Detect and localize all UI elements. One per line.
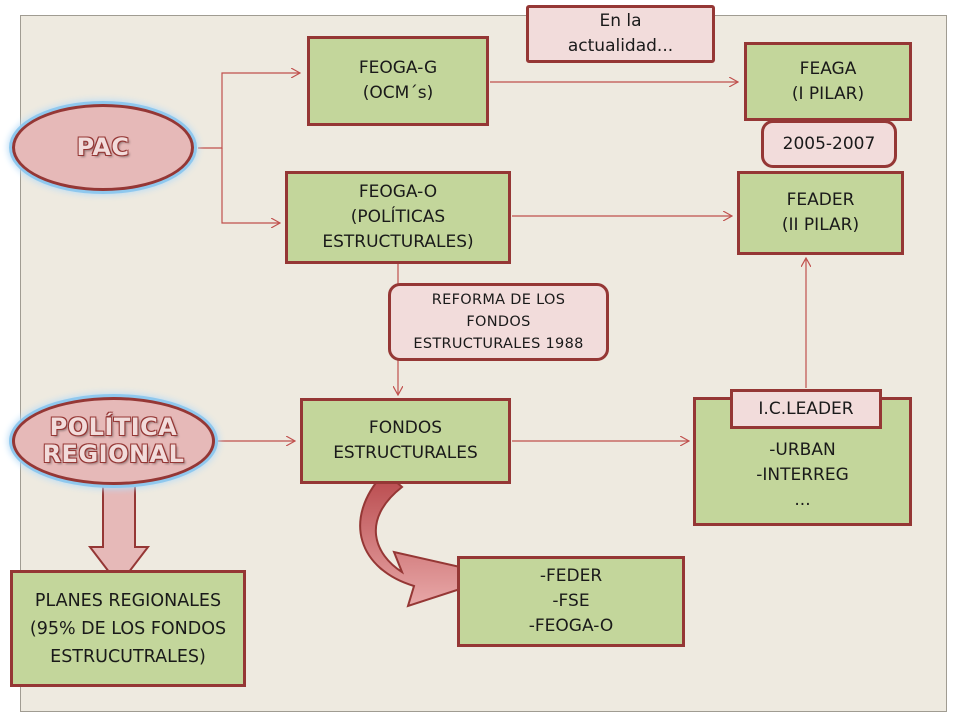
feoga-g-box: FEOGA-G (OCM´s) (307, 36, 489, 126)
block-down-arrow (87, 472, 151, 587)
planes-line2: (95% DE LOS FONDOS (29, 618, 227, 639)
pac-oval: PAC (12, 104, 194, 191)
actualidad-note: En la actualidad... (526, 5, 715, 63)
politica-label: POLÍTICA (49, 413, 178, 441)
pac-branch-line (198, 73, 300, 149)
feaga-line2: (I PILAR) (791, 83, 865, 104)
feaga-box: FEAGA (I PILAR) (744, 42, 912, 121)
feder-line: -FEDER (539, 566, 603, 586)
reforma-note: REFORMA DE LOS FONDOS ESTRUCTURALES 1988 (388, 283, 609, 361)
fse-line: -FSE (552, 591, 590, 611)
leader-label: I.C.LEADER (758, 399, 854, 419)
feoga-g-line2: (OCM´s) (362, 83, 434, 103)
interreg-line: -INTERREG (756, 465, 849, 485)
feader-line2: (II PILAR) (781, 215, 860, 235)
regional-label: REGIONAL (42, 440, 185, 468)
reforma-line2: FONDOS (466, 314, 531, 330)
leader-badge: I.C.LEADER (730, 389, 882, 429)
periodo-badge: 2005-2007 (761, 120, 897, 168)
feoga-o-line1: FEOGA-O (358, 182, 438, 202)
politica-regional-oval: POLÍTICA REGIONAL (12, 397, 215, 485)
pac-branch-line-2 (221, 148, 280, 223)
urban-line: -URBAN (769, 440, 836, 460)
reforma-line3: ESTRUCTURALES 1988 (413, 336, 584, 352)
fondos-line1: FONDOS (368, 418, 443, 438)
planes-line1: PLANES REGIONALES (34, 590, 222, 611)
periodo-label: 2005-2007 (782, 134, 876, 154)
planes-line3: ESTRUCUTRALES) (50, 646, 206, 667)
pac-label: PAC (76, 133, 130, 161)
reforma-line1: REFORMA DE LOS (431, 292, 566, 308)
feder-fse-box: -FEDER -FSE -FEOGA-O (457, 556, 685, 647)
feaga-line1: FEAGA (799, 58, 857, 79)
feoga-g-line1: FEOGA-G (358, 58, 438, 78)
planes-regionales-box: PLANES REGIONALES (95% DE LOS FONDOS EST… (10, 570, 246, 687)
feoga-o-small-line: -FEOGA-O (528, 616, 614, 636)
feader-box: FEADER (II PILAR) (737, 171, 904, 255)
feoga-o-line2: (POLÍTICAS (350, 207, 446, 227)
actualidad-line2: actualidad... (567, 36, 674, 56)
feoga-o-box: FEOGA-O (POLÍTICAS ESTRUCTURALES) (285, 171, 511, 264)
actualidad-line1: En la (599, 11, 642, 31)
fondos-estructurales-box: FONDOS ESTRUCTURALES (300, 398, 511, 484)
feoga-o-line3: ESTRUCTURALES) (322, 232, 474, 252)
ellipsis-line: ... (794, 490, 811, 510)
fondos-line2: ESTRUCTURALES (333, 443, 478, 463)
feader-line1: FEADER (786, 190, 855, 210)
